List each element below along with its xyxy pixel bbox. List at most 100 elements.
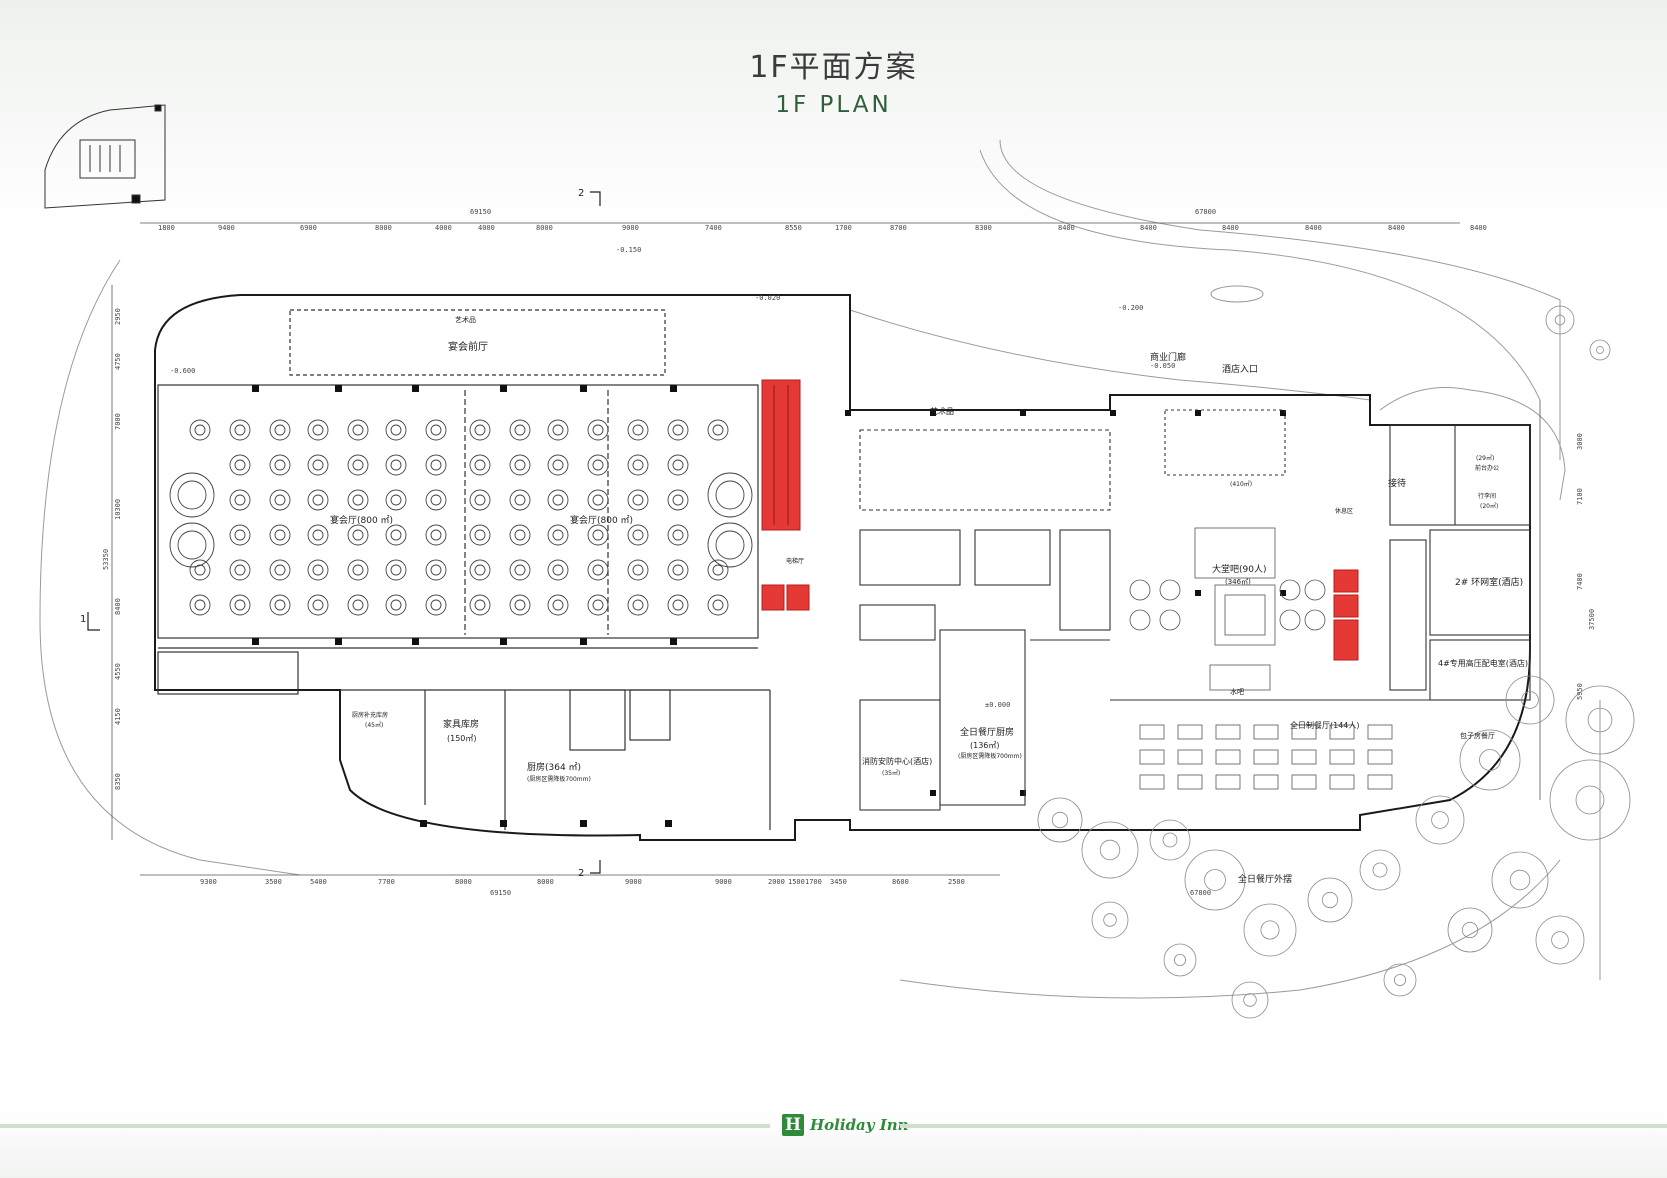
tree-trunk [1372, 862, 1388, 878]
dining-table [1253, 749, 1279, 765]
label-lobby-area: (410㎡) [1230, 480, 1252, 488]
banquet-table [667, 594, 689, 616]
dining-table [1215, 724, 1241, 740]
level-mark: -0.150 [616, 246, 641, 254]
banquet-table-center [430, 564, 442, 576]
banquet-table-center [312, 459, 324, 471]
dining-table [1367, 774, 1393, 790]
columns [252, 385, 1286, 827]
dining-table [1329, 749, 1355, 765]
level-mark: -0.050 [1150, 362, 1175, 370]
banquet-table [667, 454, 689, 476]
dim-right: 3000 [1576, 433, 1584, 450]
banquet-table [229, 524, 251, 546]
banquet-table-center [514, 564, 526, 576]
label-pantry-area: (45㎡) [365, 721, 383, 729]
east-wing-walls [859, 409, 1531, 811]
tree-canopy [1589, 339, 1611, 361]
tree-trunk [1509, 869, 1531, 891]
banquet-table [425, 454, 447, 476]
banquet-table-center [474, 494, 486, 506]
banquet-table [627, 489, 649, 511]
banquet-table [707, 559, 729, 581]
dim-left: 7000 [114, 413, 122, 430]
banquet-table-center [672, 459, 684, 471]
tree-trunk [1394, 974, 1407, 987]
banquet-table [425, 594, 447, 616]
tree-canopy [1359, 849, 1401, 891]
banquet-table-center [390, 529, 402, 541]
banquet-table [347, 489, 369, 511]
banquet-table [587, 419, 609, 441]
banquet-table [189, 419, 211, 441]
tree-canopy [1037, 797, 1083, 843]
banquet-table [469, 594, 491, 616]
banquet-table [347, 454, 369, 476]
banquet-table-center [632, 459, 644, 471]
banquet-table-center [430, 529, 442, 541]
label-allday-kitchen: 全日餐厅厨房 [960, 726, 1014, 738]
banquet-table [627, 454, 649, 476]
dim-top: 8700 [890, 224, 907, 232]
dim-bottom: 9000 [625, 878, 642, 886]
dining-table [1291, 724, 1317, 740]
dim-right: 37500 [1588, 609, 1596, 630]
tree-trunk [1099, 839, 1121, 861]
banquet-table-center [274, 529, 286, 541]
banquet-table [707, 419, 729, 441]
section-mark-top: 2 [578, 188, 584, 199]
page-title: 1F平面方案 [749, 50, 918, 85]
tree-canopy [1163, 943, 1197, 977]
dim-top: 9000 [622, 224, 639, 232]
label-lobby-bar: 大堂吧(90人) [1212, 563, 1266, 575]
dining-table [1253, 724, 1279, 740]
banquet-table [347, 524, 369, 546]
label-water-bar: 水吧 [1230, 687, 1244, 696]
dining-table [1367, 749, 1393, 765]
banquet-table [269, 454, 291, 476]
tree-trunk [1554, 314, 1566, 326]
banquet-table [547, 594, 569, 616]
banquet-table [307, 419, 329, 441]
label-luggage: 行李间 [1478, 492, 1496, 500]
label-banquet-a: 宴会厅(800 ㎡) [330, 514, 393, 526]
dim-right: 5950 [1576, 683, 1584, 700]
level-mark: -0.200 [1118, 304, 1143, 312]
banquet-table-center [672, 564, 684, 576]
level-mark: -0.600 [170, 367, 195, 375]
banquet-table-center [234, 564, 246, 576]
dining-tables [1139, 724, 1393, 790]
dining-table [1367, 724, 1393, 740]
dining-table [1215, 774, 1241, 790]
label-lobby-bar-area: (346㎡) [1225, 578, 1251, 586]
level-mark: -0.020 [755, 294, 780, 302]
banquet-table [587, 594, 609, 616]
tree-canopy [1491, 851, 1549, 909]
banquet-table-center [194, 599, 206, 611]
banquet-table [229, 594, 251, 616]
banquet-table-center [712, 599, 724, 611]
tree-canopy [1383, 963, 1417, 997]
dim-top: 1800 [158, 224, 175, 232]
dim-top: 8400 [1140, 224, 1157, 232]
banquet-table [347, 594, 369, 616]
banquet-table-center [312, 564, 324, 576]
dining-table [1139, 724, 1165, 740]
banquet-table-center [390, 459, 402, 471]
dim-bottom: 3500 [265, 878, 282, 886]
banquet-table [269, 419, 291, 441]
dim-bottom: 2500 [948, 878, 965, 886]
banquet-table [425, 489, 447, 511]
dim-top: 9400 [218, 224, 235, 232]
dining-table [1177, 724, 1203, 740]
banquet-table-center [552, 529, 564, 541]
banquet-table [667, 524, 689, 546]
banquet-table [509, 559, 531, 581]
banquet-table-center [274, 424, 286, 436]
banquet-table [385, 454, 407, 476]
level-mark: ±0.000 [985, 701, 1010, 709]
dim-bottom: 1500 [788, 878, 805, 886]
banquet-table-center [352, 529, 364, 541]
feature-tables [169, 472, 753, 568]
banquet-table-center [552, 564, 564, 576]
